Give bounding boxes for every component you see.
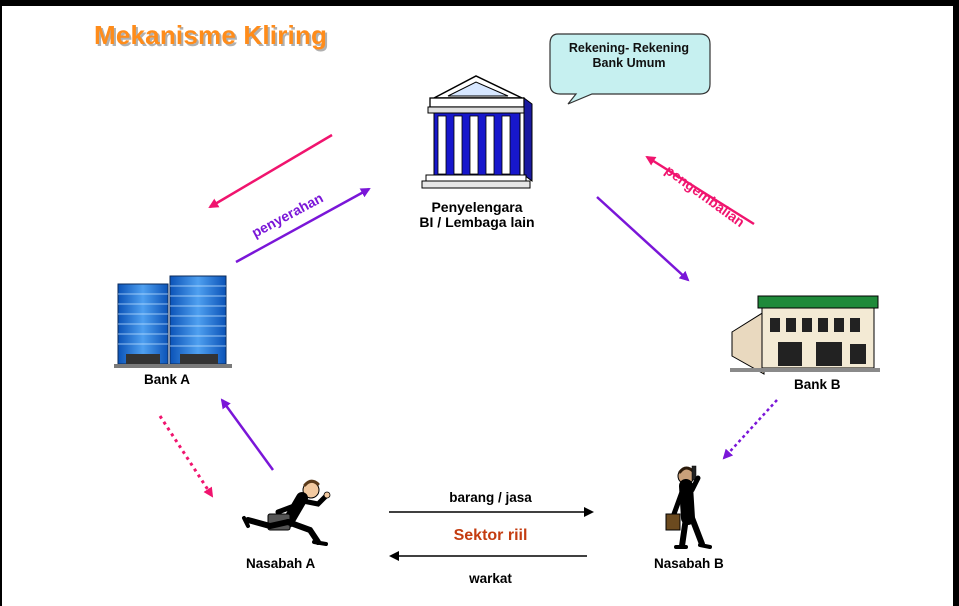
center-label-line-1: Penyelengara: [431, 199, 523, 215]
bank-a-building-icon: [114, 275, 232, 368]
nasabah-b-phone-man-icon: [665, 465, 712, 549]
warkat-label: warkat: [469, 571, 512, 586]
diagram-canvas: [114, 33, 880, 561]
callout-line-2: Bank Umum: [592, 56, 666, 70]
slide-title: Mekanisme Kliring: [94, 20, 328, 50]
center-node-label: Penyelengara BI / Lembaga lain: [402, 200, 552, 230]
nasabah-a-running-man-icon: [242, 479, 331, 546]
arrow-bank-b-to-center: [645, 155, 755, 226]
sektor-riil-label: Sektor riil: [453, 527, 528, 544]
callout-bubble: [549, 33, 711, 105]
arrow-center-to-bank-b: [596, 196, 690, 282]
barang-jasa-label: barang / jasa: [449, 490, 532, 505]
bank-b-label: Bank B: [794, 377, 841, 392]
arrow-center-to-bank-a: [208, 133, 333, 209]
dotted-arrow-bank-a-to-nasabah-a: [158, 415, 214, 498]
bank-a-label: Bank A: [144, 372, 191, 387]
central-bank-building-icon: [421, 75, 533, 189]
callout-line-1: Rekening- Rekening: [568, 41, 690, 55]
nasabah-b-label: Nasabah B: [654, 556, 724, 571]
arrow-bank-a-to-center: [235, 187, 371, 264]
arrow-nasabah-a-to-bank-a: [220, 398, 275, 471]
center-label-line-2: BI / Lembaga lain: [419, 214, 535, 230]
callout-text: Rekening- Rekening Bank Umum: [550, 41, 708, 71]
nasabah-a-label: Nasabah A: [246, 556, 316, 571]
dotted-arrow-bank-b-to-nasabah-b: [722, 399, 778, 460]
bank-b-building-icon: [730, 295, 880, 375]
